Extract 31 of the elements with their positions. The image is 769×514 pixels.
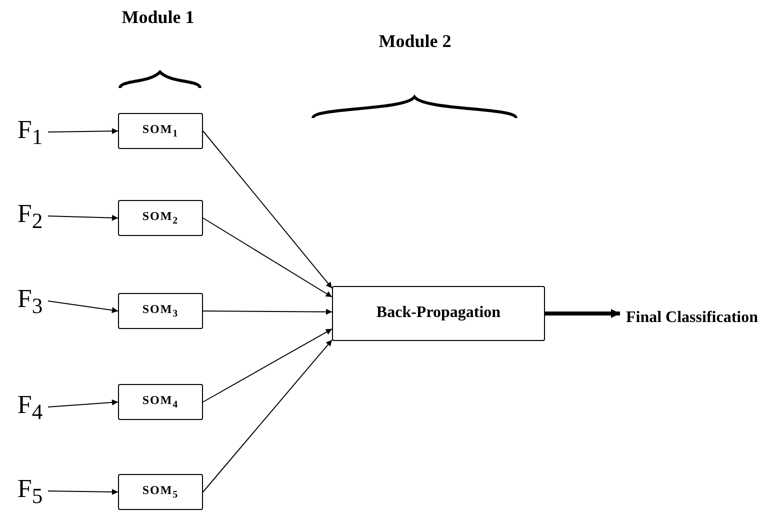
arrow [202,308,332,315]
box-label: SOM$_{1}$ [142,122,179,140]
arrow [202,130,332,289]
module-label: Module 2 [378,30,452,53]
arrow [202,328,332,402]
input-label: F$_{3}$ [17,284,43,318]
process-box [118,293,203,329]
arrow [48,399,118,408]
box-label: SOM$_{3}$ [142,302,179,320]
arrow [202,218,332,298]
arrow [48,214,118,221]
box-label: Back-Propagation [376,305,501,322]
arrow [202,339,332,492]
arrow [48,128,118,134]
process-box [332,286,545,341]
box-label: SOM$_{5}$ [142,484,179,500]
input-label: F$_{2}$ [17,200,43,232]
input-label: F$_{5}$ [17,474,43,508]
process-box [118,200,203,236]
box-label: SOM$_{4}$ [142,394,179,410]
process-box [118,113,203,149]
box-label: SOM$_{2}$ [142,210,179,226]
input-label: F$_{4}$ [17,390,43,424]
arrow [545,309,620,318]
input-label: F$_{1}$ [17,116,43,148]
process-box [118,384,203,420]
process-box [118,474,203,510]
arrow [48,488,118,495]
module-label: Module 1 [120,6,196,29]
output-label: Final Classification [626,310,758,326]
arrow [48,300,118,314]
